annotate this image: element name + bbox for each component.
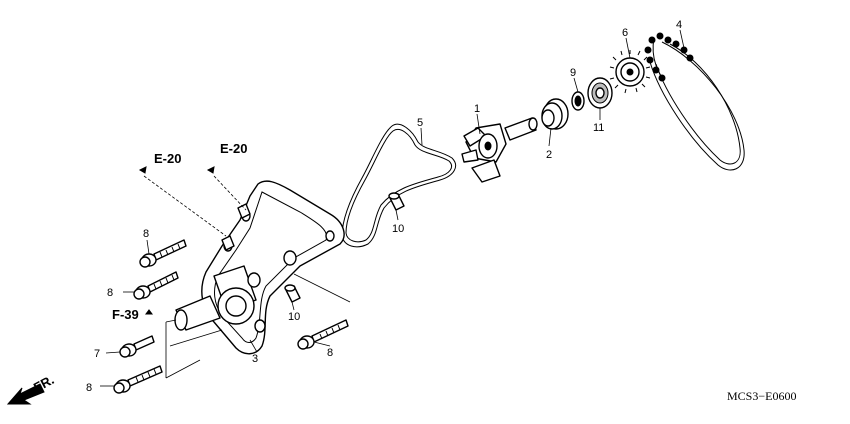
bolt-8-bottom [113,365,163,394]
bearing [587,77,613,109]
pump-sprocket [609,50,651,94]
callout-8-right: 8 [327,347,333,359]
bolt-8-upper-mid [133,271,179,300]
bolt-8-top [139,239,187,268]
diagram-code: MCS3−E0600 [727,389,796,403]
snap-ring [571,91,585,111]
callout-7: 7 [94,348,100,360]
dowel-pin-upper [388,192,405,211]
ref-e20-left: E-20 [154,151,181,166]
reference-arrow-icon [138,166,215,315]
ref-e20-right: E-20 [220,141,247,156]
callout-1: 1 [474,103,480,115]
chain-links [644,32,694,82]
callout-6: 6 [622,27,628,39]
front-direction-arrow-icon [6,383,45,405]
bolt-8-right [297,319,349,350]
callout-5: 5 [417,117,423,129]
callout-8-bottom: 8 [86,382,92,394]
water-pump-cover [174,180,345,355]
callout-2: 2 [546,149,552,161]
callout-3: 3 [252,353,258,365]
callout-9: 9 [570,67,576,79]
bolt-7 [119,335,155,358]
o-ring [341,123,456,248]
dowel-pin-lower [284,284,301,303]
callout-4: 4 [676,19,682,31]
callout-11: 11 [593,122,604,134]
leader-lines [100,29,685,387]
oil-seal [541,98,569,130]
pump-shaft-impeller [461,117,538,183]
callout-10-lower: 10 [288,311,300,323]
callout-8-upper-mid: 8 [107,287,113,299]
callout-10-upper: 10 [392,223,404,235]
drive-chain [644,32,745,171]
callout-8-top: 8 [143,228,149,240]
ref-f39: F-39 [112,307,139,322]
